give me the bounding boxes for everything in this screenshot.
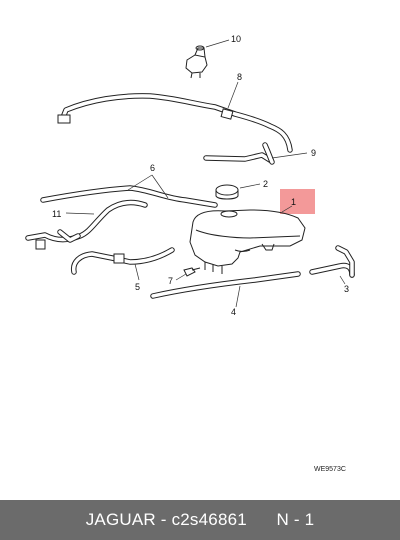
callout-10: 10 [231,34,241,44]
part-7-bolt [183,267,201,277]
callout-8: 8 [237,72,242,82]
leader-3 [339,275,346,285]
footer-separator: - [155,510,172,529]
callout-5: 5 [135,282,140,292]
part-2-cap [215,184,239,200]
callout-1: 1 [291,197,296,207]
leader-5 [134,263,140,281]
footer-gap [247,510,277,530]
callout-9: 9 [311,148,316,158]
leader-1 [281,205,293,213]
part-1-expansion-tank [189,209,306,274]
part-11-hose [25,199,148,250]
part-info-footer: JAGUAR - c2s46861 N - 1 [0,500,400,540]
callout-6: 6 [150,163,155,173]
leader-10 [205,39,230,48]
part-6-hoses [40,185,218,208]
leader-7 [175,273,187,281]
part-9-hose [203,142,275,165]
leader-11 [65,212,95,215]
callout-4: 4 [231,307,236,317]
part-10-connector [185,45,208,79]
part-3-hose [309,245,355,278]
part-4-hose [150,271,301,299]
leader-6b [151,174,169,199]
leader-6a [127,174,153,191]
callout-labels: 10 8 9 6 2 1 11 5 7 3 4 [52,34,349,317]
leader-4 [235,285,241,308]
callout-7: 7 [168,276,173,286]
callout-2: 2 [263,179,268,189]
footer-brand: JAGUAR [85,510,156,529]
footer-part-number: c2s46861 [171,510,247,529]
parts-diagram: 10 8 9 6 2 1 11 5 7 3 4 WE9573C [25,34,355,473]
callout-11: 11 [52,209,61,219]
leader-8 [227,81,239,109]
part-5-hose [70,247,175,275]
footer-suffix: N - 1 [276,510,315,529]
callout-3: 3 [344,284,349,294]
leader-9 [271,152,308,159]
part-8-hose [57,93,293,153]
leader-2 [239,183,261,189]
drawing-code: WE9573C [314,466,346,473]
